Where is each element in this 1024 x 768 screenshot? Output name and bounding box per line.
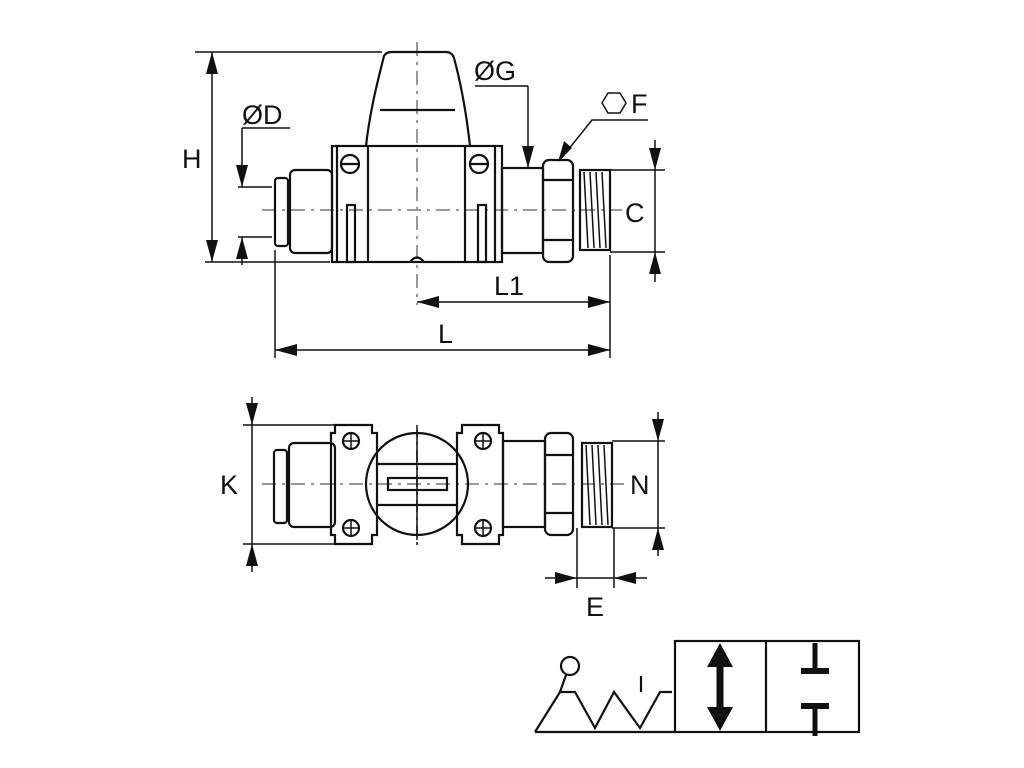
clamp bbox=[455, 423, 505, 546]
dim-label-L1: L1 bbox=[494, 271, 524, 301]
side-view: H ØD ØG F C L1 L bbox=[182, 42, 665, 358]
hex-nut bbox=[541, 158, 575, 264]
dim-label-E: E bbox=[586, 592, 604, 622]
screw-icon bbox=[341, 431, 493, 538]
dim-label-L: L bbox=[438, 319, 453, 349]
top-view: K N E bbox=[220, 397, 665, 622]
blocked-port-icon bbox=[801, 643, 829, 736]
dim-label-G: ØG bbox=[474, 56, 516, 86]
thread bbox=[578, 168, 612, 252]
dim-label-N: N bbox=[630, 470, 650, 500]
dim-label-C: C bbox=[625, 198, 645, 228]
double-arrow-icon bbox=[707, 643, 733, 731]
collet bbox=[273, 176, 290, 248]
dim-label-F: F bbox=[631, 89, 648, 119]
valve-handle bbox=[364, 50, 472, 147]
clamp bbox=[329, 423, 379, 546]
lever-valve-symbol bbox=[534, 639, 861, 736]
tube-fitting bbox=[288, 168, 334, 255]
dim-label-D: ØD bbox=[242, 100, 283, 130]
hexagon-icon bbox=[601, 92, 627, 114]
dim-label-K: K bbox=[220, 470, 238, 500]
dim-label-H: H bbox=[182, 144, 202, 174]
